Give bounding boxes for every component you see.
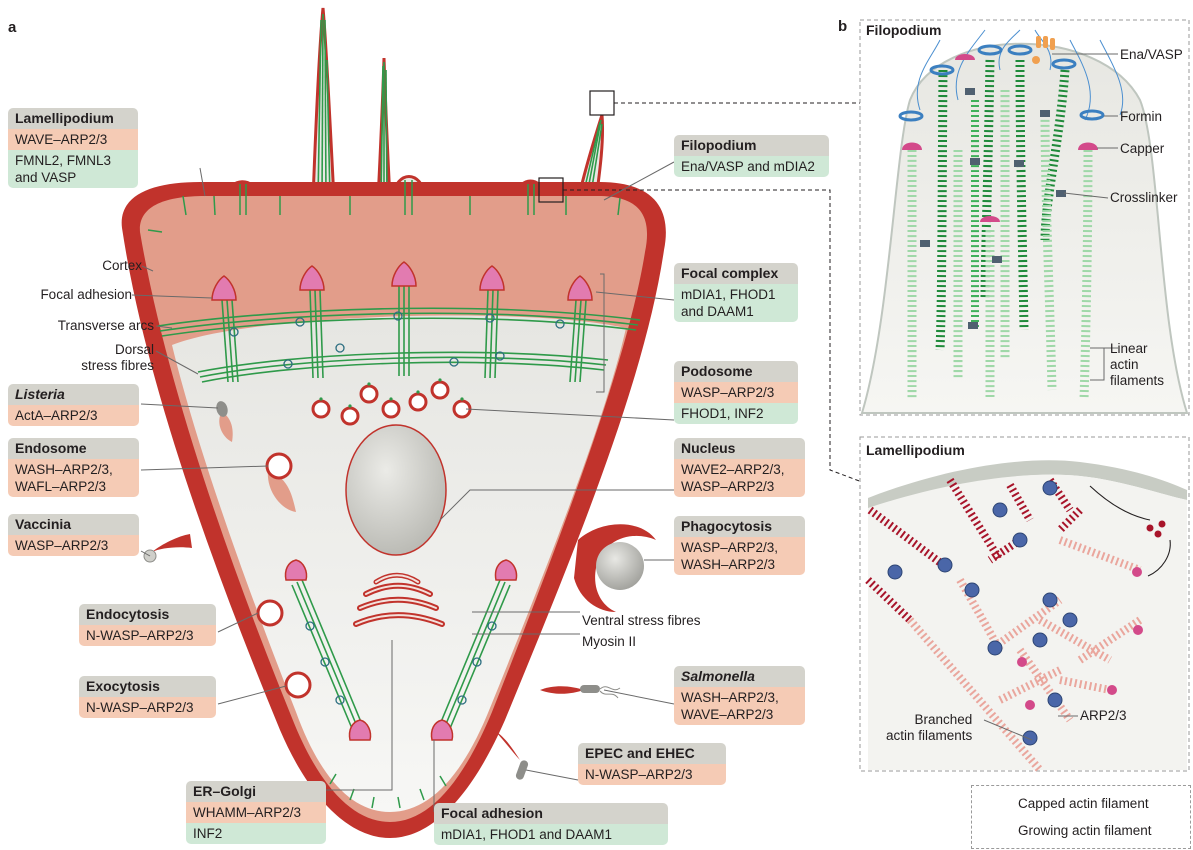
box-phagocytosis: Phagocytosis WASP–ARP2/3, WASH–ARP2/3: [674, 516, 805, 575]
box-endosome: Endosome WASH–ARP2/3, WAFL–ARP2/3: [8, 438, 139, 497]
box-row: WAVE2–ARP2/3, WASP–ARP2/3: [674, 459, 805, 497]
box-title: Endocytosis: [79, 604, 216, 625]
box-nucleus: Nucleus WAVE2–ARP2/3, WASP–ARP2/3: [674, 438, 805, 497]
phagocytic-cup: [574, 524, 656, 612]
label-focal-adhesion: Focal adhesion: [8, 287, 132, 303]
exocytic-vesicle: [286, 673, 310, 697]
panel-a-letter: a: [8, 19, 16, 36]
label-ventral-stress-fibres: Ventral stress fibres: [582, 613, 701, 629]
box-title: Endosome: [8, 438, 139, 459]
box-salmonella: Salmonella WASH–ARP2/3, WAVE–ARP2/3: [674, 666, 805, 725]
box-lamellipodium: Lamellipodium WAVE–ARP2/3 FMNL2, FMNL3 a…: [8, 108, 138, 188]
label-transverse-arcs: Transverse arcs: [8, 318, 154, 334]
label-arp23: ARP2/3: [1080, 708, 1127, 724]
box-podosome: Podosome WASP–ARP2/3 FHOD1, INF2: [674, 361, 798, 424]
vaccinia-tail: [144, 534, 192, 562]
label-cortex: Cortex: [20, 258, 142, 274]
box-epec-ehec: EPEC and EHEC N-WASP–ARP2/3: [578, 743, 726, 785]
label-dorsal-stress-fibres: Dorsal stress fibres: [8, 342, 154, 374]
salmonella-bacterium: [540, 685, 620, 698]
box-vaccinia: Vaccinia WASP–ARP2/3: [8, 514, 139, 556]
box-listeria: Listeria ActA–ARP2/3: [8, 384, 139, 426]
panel-b-letter: b: [838, 18, 847, 35]
box-focal-complex: Focal complex mDIA1, FHOD1 and DAAM1: [674, 263, 798, 322]
box-row: WASP–ARP2/3: [674, 382, 798, 403]
box-row: mDIA1, FHOD1 and DAAM1: [674, 284, 798, 322]
box-row: Ena/VASP and mDIA2: [674, 156, 829, 177]
box-row: WAVE–ARP2/3: [8, 129, 138, 150]
box-title: Lamellipodium: [8, 108, 138, 129]
filopodium-panel-title: Filopodium: [866, 22, 941, 38]
label-capper: Capper: [1120, 141, 1164, 157]
box-title: Salmonella: [674, 666, 805, 687]
box-title: EPEC and EHEC: [578, 743, 726, 764]
label-linear-actin-filaments: Linear actin filaments: [1110, 341, 1164, 389]
box-row: WASP–ARP2/3: [8, 535, 139, 556]
label-ena-vasp: Ena/VASP: [1120, 47, 1183, 63]
legend: Capped actin filament Growing actin fila…: [971, 785, 1191, 849]
filopodia-protrusions: [313, 8, 603, 200]
label-formin: Formin: [1120, 109, 1162, 125]
box-exocytosis: Exocytosis N-WASP–ARP2/3: [79, 676, 216, 718]
box-title: Exocytosis: [79, 676, 216, 697]
lamellipodium-panel-title: Lamellipodium: [866, 442, 965, 458]
box-title: ER–Golgi: [186, 781, 326, 802]
label-myosin: Myosin II: [582, 634, 636, 650]
box-title: Nucleus: [674, 438, 805, 459]
box-title: Filopodium: [674, 135, 829, 156]
nucleus: [346, 425, 446, 555]
box-title: Listeria: [8, 384, 139, 405]
box-row: WHAMM–ARP2/3: [186, 802, 326, 823]
box-endocytosis: Endocytosis N-WASP–ARP2/3: [79, 604, 216, 646]
box-row: FHOD1, INF2: [674, 403, 798, 424]
label-branched-actin-filaments: Branched actin filaments: [886, 712, 972, 744]
box-row: FMNL2, FMNL3 and VASP: [8, 150, 138, 188]
box-row: WASH–ARP2/3, WAVE–ARP2/3: [674, 687, 805, 725]
box-title: Focal complex: [674, 263, 798, 284]
legend-growing-label: Growing actin filament: [1018, 823, 1152, 838]
box-row: WASP–ARP2/3, WASH–ARP2/3: [674, 537, 805, 575]
box-row: N-WASP–ARP2/3: [578, 764, 726, 785]
box-row: ActA–ARP2/3: [8, 405, 139, 426]
box-focal-adhesion: Focal adhesion mDIA1, FHOD1 and DAAM1: [434, 803, 668, 845]
endocytic-pit: [258, 601, 282, 625]
legend-capped-label: Capped actin filament: [1018, 796, 1149, 811]
box-filopodium: Filopodium Ena/VASP and mDIA2: [674, 135, 829, 177]
box-title: Vaccinia: [8, 514, 139, 535]
box-row: INF2: [186, 823, 326, 844]
box-row: N-WASP–ARP2/3: [79, 625, 216, 646]
box-row: mDIA1, FHOD1 and DAAM1: [434, 824, 668, 845]
box-row: WASH–ARP2/3, WAFL–ARP2/3: [8, 459, 139, 497]
box-title: Focal adhesion: [434, 803, 668, 824]
box-title: Phagocytosis: [674, 516, 805, 537]
box-title: Podosome: [674, 361, 798, 382]
epec-pedestal: [494, 730, 529, 781]
box-er-golgi: ER–Golgi WHAMM–ARP2/3 INF2: [186, 781, 326, 844]
box-row: N-WASP–ARP2/3: [79, 697, 216, 718]
label-crosslinker: Crosslinker: [1110, 190, 1178, 206]
